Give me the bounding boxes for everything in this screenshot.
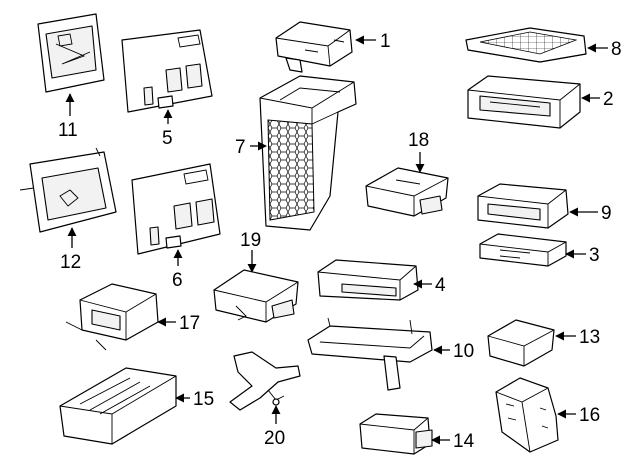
part-7-bracket <box>259 75 357 231</box>
callout-2: 2 <box>603 89 614 110</box>
part-15-module <box>59 367 177 445</box>
part-2-ecu <box>467 75 581 129</box>
part-10-tray <box>307 317 433 391</box>
callout-19: 19 <box>240 230 261 251</box>
callout-20: 20 <box>264 428 285 449</box>
part-3-ecu-flat <box>479 233 567 267</box>
callout-5: 5 <box>162 128 173 149</box>
part-5-module <box>121 29 213 113</box>
callout-1: 1 <box>380 31 391 52</box>
callout-11: 11 <box>58 120 78 141</box>
part-1-module <box>275 21 353 73</box>
part-16-block <box>495 377 559 453</box>
callout-6: 6 <box>172 270 183 291</box>
part-20-bracket <box>229 351 301 411</box>
callout-8: 8 <box>611 39 622 60</box>
part-12-bracket <box>19 147 117 233</box>
callout-18: 18 <box>408 130 429 151</box>
callout-16: 16 <box>579 405 600 426</box>
part-8-cover <box>465 27 587 63</box>
callout-7: 7 <box>235 137 246 158</box>
callout-13: 13 <box>579 327 600 348</box>
callout-labels: 1 2 3 4 5 6 7 8 9 10 11 12 13 14 15 16 1… <box>58 31 622 452</box>
callout-17: 17 <box>179 313 200 334</box>
part-11-panel <box>37 13 105 93</box>
part-19-module <box>213 269 299 323</box>
callout-14: 14 <box>453 431 475 452</box>
part-14-module <box>359 413 433 455</box>
part-9-housing <box>477 183 569 229</box>
callout-10: 10 <box>453 341 474 362</box>
leader-lines <box>65 35 608 445</box>
callout-12: 12 <box>60 252 81 273</box>
callout-4: 4 <box>435 275 446 296</box>
callout-15: 15 <box>193 389 214 410</box>
part-18-module <box>365 167 449 217</box>
part-4-module <box>317 259 419 301</box>
part-17-module <box>65 283 159 351</box>
callout-9: 9 <box>601 203 612 224</box>
callout-3: 3 <box>589 245 600 266</box>
part-13-module <box>487 319 555 367</box>
part-6-module <box>131 163 221 255</box>
